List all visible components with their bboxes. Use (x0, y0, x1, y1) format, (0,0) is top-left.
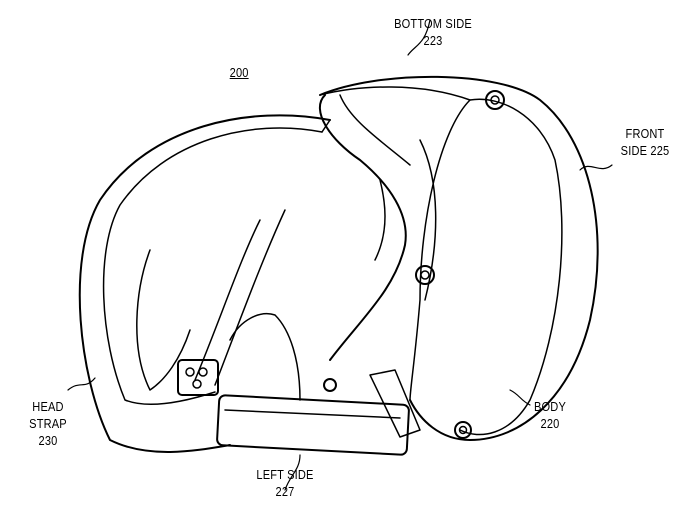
label-head-strap: HEAD STRAP 230 (23, 398, 74, 449)
body-shell (319, 75, 599, 441)
button-top (485, 90, 505, 110)
leader-head-strap (67, 377, 96, 391)
label-name2: STRAP (29, 416, 67, 431)
head-strap (78, 114, 331, 453)
head-strap-inner (102, 127, 323, 405)
label-ref: 220 (540, 416, 560, 431)
left-side-panel (216, 394, 410, 456)
front-rim (459, 98, 563, 436)
leader-bottom-side (407, 19, 431, 56)
label-name: BOTTOM SIDE (394, 16, 472, 31)
label-name: LEFT SIDE (256, 467, 314, 482)
button-mid (415, 265, 435, 285)
leader-front-side (579, 164, 613, 171)
button-low (454, 421, 472, 439)
label-ref: 230 (38, 433, 58, 448)
label-name: FRONT (625, 126, 665, 141)
label-ref: 223 (423, 33, 443, 48)
figure-number: 200 (229, 65, 249, 80)
label-bottom-side: BOTTOM SIDE 223 (391, 15, 476, 49)
port (323, 378, 337, 392)
leader-body (509, 389, 531, 406)
label-body: BODY 220 (525, 398, 576, 432)
label-ref: 227 (275, 484, 295, 499)
connector (177, 359, 219, 396)
facial-interface (319, 94, 407, 361)
label-left-side: LEFT SIDE 227 (238, 466, 332, 500)
label-ref: SIDE 225 (620, 143, 670, 158)
leader-left-side (284, 454, 301, 491)
label-front-side: FRONT SIDE 225 (611, 125, 679, 159)
label-name: HEAD (32, 399, 64, 414)
label-name: BODY (533, 399, 567, 414)
